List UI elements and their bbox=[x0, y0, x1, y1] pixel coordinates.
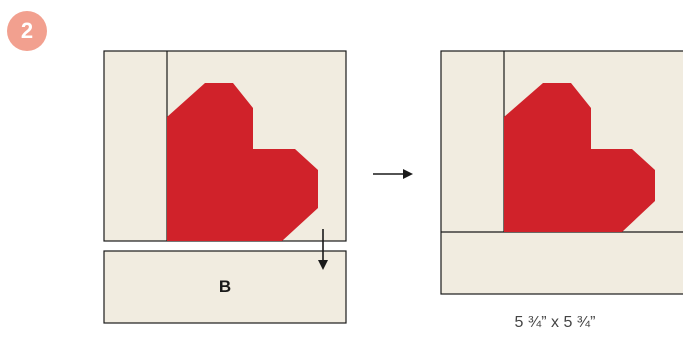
dimension-label: 5 ¾” x 5 ¾” bbox=[514, 314, 596, 331]
strip-b bbox=[103, 250, 347, 324]
step-number-badge: 2 bbox=[7, 11, 47, 51]
strip-b-label: B bbox=[218, 277, 232, 296]
heart-shape bbox=[504, 83, 655, 232]
right-arrow-icon bbox=[373, 169, 413, 179]
heart-block-before bbox=[103, 50, 347, 242]
down-arrow-icon bbox=[318, 229, 328, 270]
heart-shape bbox=[167, 83, 318, 241]
heart-block-after bbox=[440, 50, 683, 295]
